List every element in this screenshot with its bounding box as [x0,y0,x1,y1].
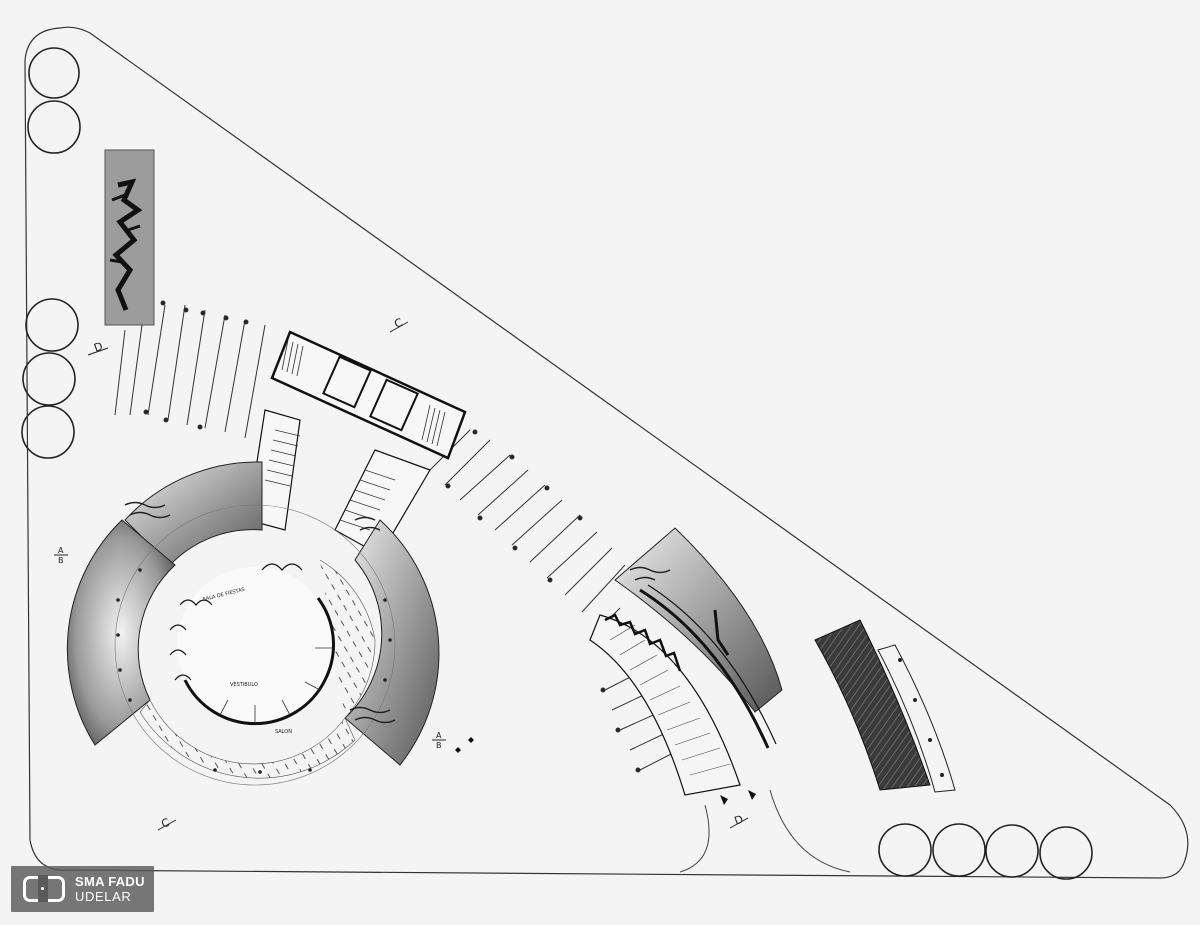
section-marker-ab-left-b: B [58,556,64,565]
section-marker-d-top: D [92,340,104,355]
pergola-upper-left [114,300,266,439]
building-upper-block [247,330,467,556]
site-boundary [24,26,1189,879]
section-marker-c-bottom: C [160,816,172,831]
section-marker-d-bottom: D [733,813,745,828]
garden-paths [679,789,851,873]
pergola-diagonal [429,429,676,773]
section-marker-ab-right-b: B [436,741,442,750]
sculpture-panel [104,149,155,326]
tree-group-bottom [878,823,1093,880]
curved-ramp-structure [589,527,783,805]
sma-fadu-watermark: SMA FADU UDELAR [11,866,154,912]
room-label-vestibule: VESTIBULO [230,682,258,688]
section-marker-ab-left-a: A [58,546,64,555]
plant-symbols [455,737,474,753]
room-label-lower: SALON [275,729,292,735]
section-marker-ab-right-a: A [436,731,442,740]
section-markers: D C A B A B C D [54,316,749,831]
sma-logo-icon [23,875,65,902]
circular-pavilion: VESTIBULO SALON SALA DE FIESTAS [66,461,440,786]
watermark-line-2: UDELAR [75,889,132,904]
watermark-line-1: SMA FADU [75,874,145,889]
section-marker-c-top: C [393,316,405,331]
tree-group-left [21,47,81,459]
hatched-planter [814,619,956,793]
